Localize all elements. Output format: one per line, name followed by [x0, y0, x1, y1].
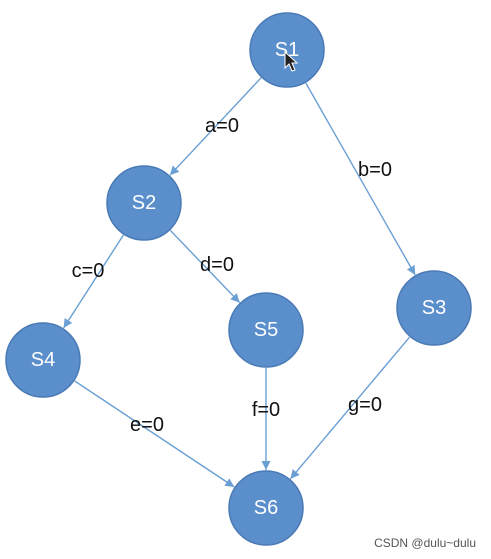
node-s1-circle: [249, 12, 325, 88]
edge-s2-s4: [63, 234, 124, 329]
node-s4[interactable]: S4: [5, 322, 81, 398]
node-s1[interactable]: S1: [249, 12, 325, 88]
edge-s1-s2: [169, 77, 262, 176]
node-s4-circle: [5, 322, 81, 398]
edge-s3-s6: [289, 336, 411, 480]
watermark: CSDN @dulu~dulu: [371, 535, 479, 551]
node-s5-circle: [228, 292, 304, 368]
node-s6[interactable]: S6: [228, 470, 304, 546]
edge-label-c: c=0: [72, 260, 105, 282]
edge-label-b: b=0: [358, 159, 392, 181]
node-s5-label: S5: [254, 319, 278, 341]
edges: [63, 77, 416, 488]
node-s2[interactable]: S2: [106, 165, 182, 241]
node-s3[interactable]: S3: [396, 270, 472, 346]
node-s6-circle: [228, 470, 304, 546]
edge-label-g: g=0: [348, 394, 382, 416]
edge-labels: a=0 b=0 c=0 d=0 e=0 f=0 g=0: [72, 115, 392, 436]
nodes: S1 S2 S3 S4 S5 S6: [5, 12, 472, 546]
edge-label-e: e=0: [130, 414, 164, 436]
node-s6-label: S6: [254, 497, 278, 519]
mouse-cursor-icon: [284, 50, 299, 72]
node-s3-circle: [396, 270, 472, 346]
node-s3-label: S3: [422, 297, 446, 319]
node-s2-label: S2: [132, 192, 156, 214]
edge-label-d: d=0: [200, 254, 234, 276]
node-s1-label: S1: [275, 39, 299, 61]
node-s2-circle: [106, 165, 182, 241]
edge-s2-s5: [169, 229, 241, 304]
node-s4-label: S4: [31, 349, 55, 371]
edge-s4-s6: [74, 380, 235, 488]
edge-label-a: a=0: [205, 115, 239, 137]
edge-s1-s3: [305, 82, 416, 276]
edge-label-f: f=0: [252, 399, 280, 421]
node-s5[interactable]: S5: [228, 292, 304, 368]
